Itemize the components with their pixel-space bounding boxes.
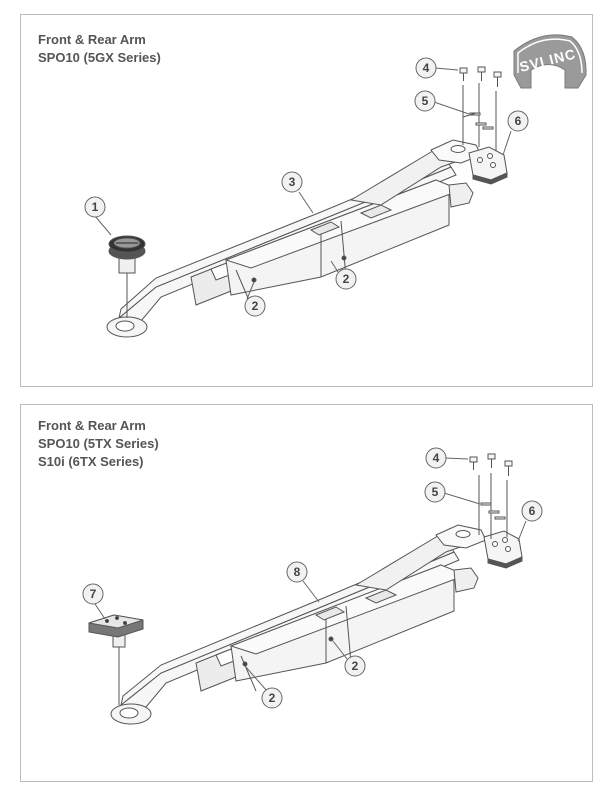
arm-assembly-diagram: 2 2 4 5 6 [82,447,543,725]
callout-label: 5 [422,94,429,108]
callout-5: 5 [414,90,470,115]
callout-label: 2 [352,659,359,673]
callout-label: 2 [269,691,276,705]
adapter-pad [108,235,146,318]
diagram-panel-5gx: Front & Rear Arm SPO10 (5GX Series) SVI … [20,14,593,387]
callout-8: 8 [286,561,320,603]
callout-label: 4 [423,61,430,75]
gear-segment [483,530,523,569]
panel-title: Front & Rear Arm SPO10 (5TX Series) S10i… [38,417,159,471]
gear-segment [468,146,508,185]
diagram-panel-5tx-6tx: Front & Rear Arm SPO10 (5TX Series) S10i… [20,404,593,782]
callout-6: 6 [502,110,529,156]
callout-label: 6 [529,504,536,518]
bolts-and-washers [459,66,502,151]
arm [106,139,482,338]
bolts-and-washers [469,453,513,539]
panel-title: Front & Rear Arm SPO10 (5GX Series) [38,31,161,67]
callout-label: 4 [433,451,440,465]
callout-4: 4 [425,447,469,469]
callout-label: 7 [90,587,97,601]
title-line-1: Front & Rear Arm [38,32,146,47]
callout-7: 7 [82,583,106,620]
callout-3: 3 [281,171,314,214]
callouts: 2 2 4 5 6 [82,447,543,709]
title-line-1: Front & Rear Arm [38,418,146,433]
arm-assembly-diagram: SVI INC [84,34,587,338]
flat-adapter-pad [88,614,144,705]
callout-2a: 2 [244,281,266,317]
callout-6: 6 [517,500,543,542]
callout-2a: 2 [244,665,283,709]
title-line-2: SPO10 (5TX Series) [38,436,159,451]
callout-label: 3 [289,175,296,189]
callouts: 1 2 2 3 4 [84,57,529,317]
callout-4: 4 [415,57,459,79]
callout-label: 2 [252,299,259,313]
svi-logo: SVI INC [513,34,587,89]
arm [110,524,487,725]
callout-label: 6 [515,114,522,128]
callout-label: 1 [92,200,99,214]
title-line-2: SPO10 (5GX Series) [38,50,161,65]
callout-label: 2 [343,272,350,286]
callout-label: 8 [294,565,301,579]
callout-5: 5 [424,481,481,505]
callout-2b: 2 [332,640,366,677]
title-line-3: S10i (6TX Series) [38,454,144,469]
callout-1: 1 [84,196,112,236]
callout-label: 5 [432,485,439,499]
callout-2b: 2 [330,260,357,290]
